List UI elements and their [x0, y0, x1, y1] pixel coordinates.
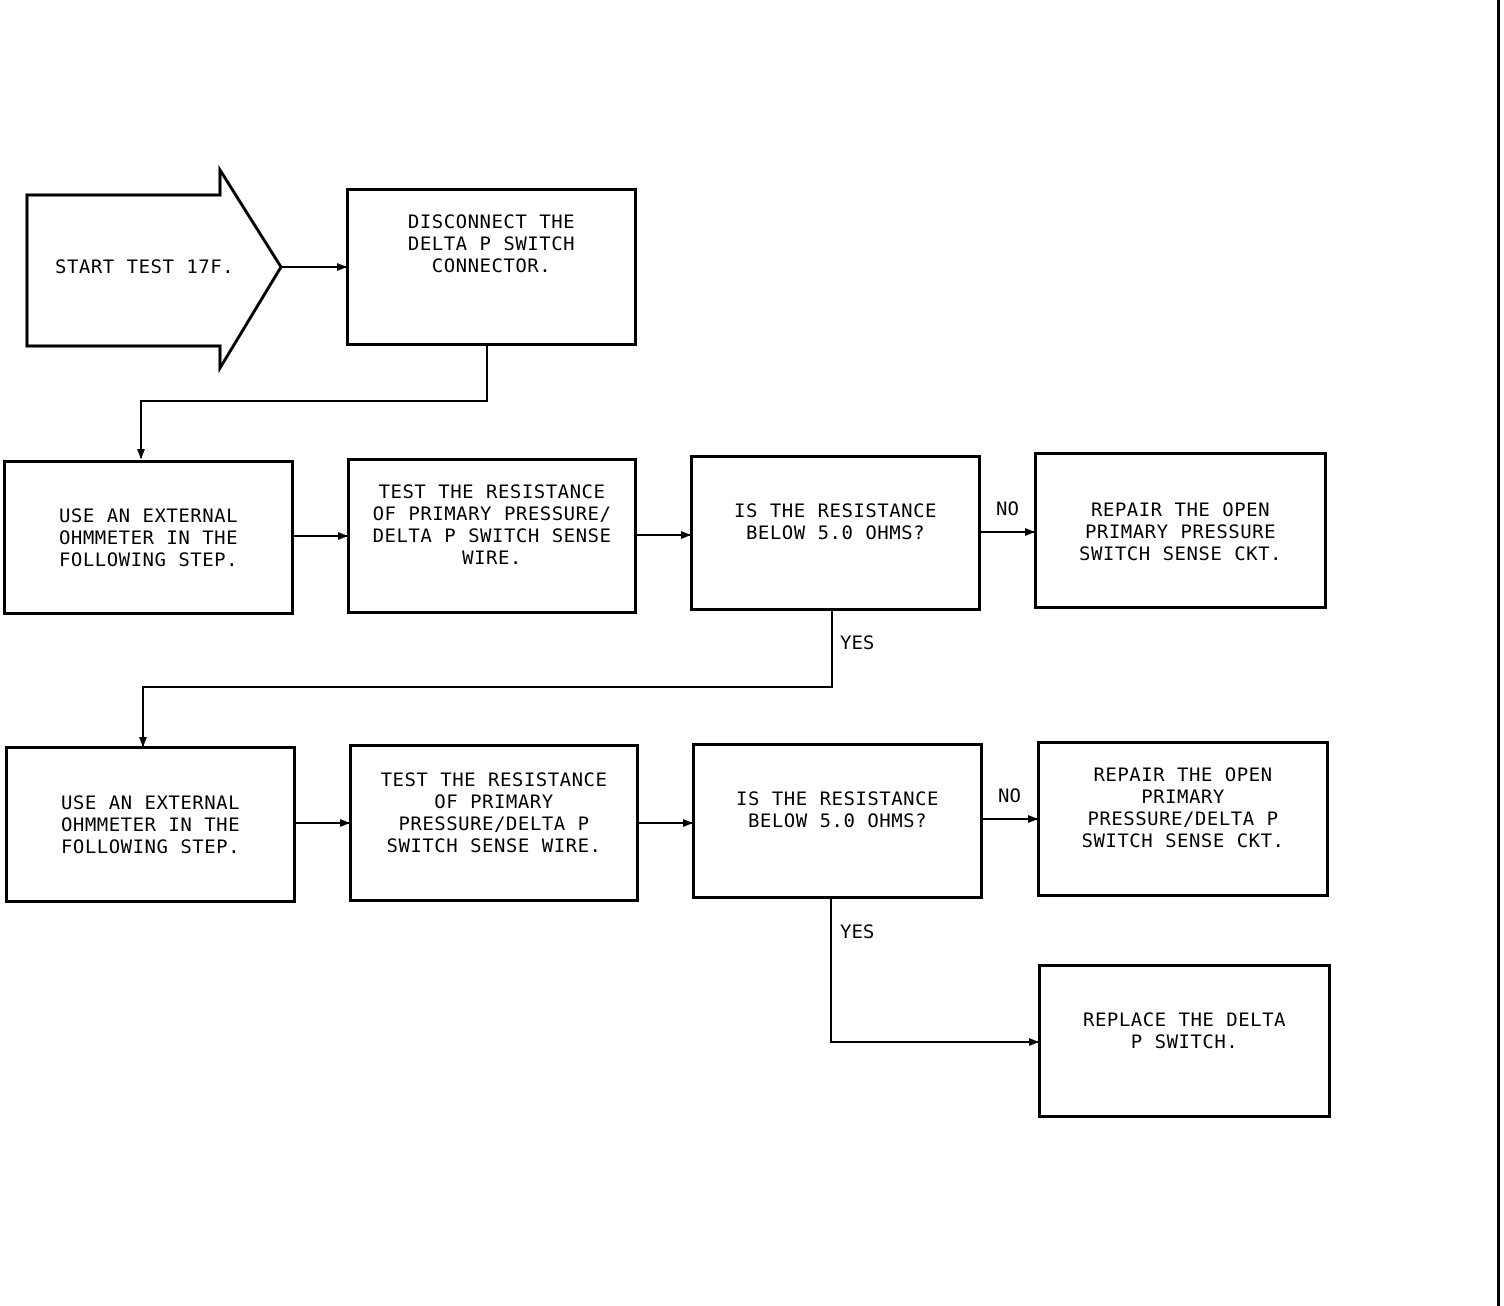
test-resistance-box-2: TEST THE RESISTANCE OF PRIMARY PRESSURE/… — [349, 744, 639, 902]
no-label-1: NO — [996, 498, 1019, 520]
resistance-question-box-2: IS THE RESISTANCE BELOW 5.0 OHMS? — [692, 743, 983, 899]
connector-disconnect-to-ohm1 — [137, 346, 488, 459]
resistance-question-text-1: IS THE RESISTANCE BELOW 5.0 OHMS? — [734, 500, 937, 544]
repair-open-box-2: REPAIR THE OPEN PRIMARY PRESSURE/DELTA P… — [1037, 741, 1329, 897]
resistance-question-text-2: IS THE RESISTANCE BELOW 5.0 OHMS? — [736, 788, 939, 832]
replace-switch-text: REPLACE THE DELTA P SWITCH. — [1083, 1009, 1286, 1053]
connector-q2-yes — [830, 899, 1039, 1046]
repair-open-text-1: REPAIR THE OPEN PRIMARY PRESSURE SWITCH … — [1079, 499, 1282, 565]
use-ohmmeter-box-2: USE AN EXTERNAL OHMMETER IN THE FOLLOWIN… — [5, 746, 296, 903]
replace-switch-box: REPLACE THE DELTA P SWITCH. — [1038, 964, 1331, 1118]
repair-open-box-1: REPAIR THE OPEN PRIMARY PRESSURE SWITCH … — [1034, 452, 1327, 609]
test-resistance-text-1: TEST THE RESISTANCE OF PRIMARY PRESSURE/… — [372, 481, 612, 569]
repair-open-text-2: REPAIR THE OPEN PRIMARY PRESSURE/DELTA P… — [1081, 764, 1285, 852]
resistance-question-box-1: IS THE RESISTANCE BELOW 5.0 OHMS? — [690, 455, 981, 611]
disconnect-connector-box: DISCONNECT THE DELTA P SWITCH CONNECTOR. — [346, 188, 637, 346]
page-edge-line — [1497, 0, 1500, 1306]
start-arrow-shape — [25, 164, 283, 374]
use-ohmmeter-text-1: USE AN EXTERNAL OHMMETER IN THE FOLLOWIN… — [58, 504, 239, 571]
test-resistance-box-1: TEST THE RESISTANCE OF PRIMARY PRESSURE/… — [347, 458, 637, 614]
yes-label-2: YES — [840, 921, 875, 943]
disconnect-connector-text: DISCONNECT THE DELTA P SWITCH CONNECTOR. — [407, 211, 576, 277]
use-ohmmeter-text-2: USE AN EXTERNAL OHMMETER IN THE FOLLOWIN… — [60, 791, 241, 858]
yes-label-1: YES — [840, 632, 875, 654]
connector-q1-yes — [139, 611, 833, 747]
test-resistance-text-2: TEST THE RESISTANCE OF PRIMARY PRESSURE/… — [380, 769, 608, 857]
no-label-2: NO — [998, 785, 1021, 807]
use-ohmmeter-box-1: USE AN EXTERNAL OHMMETER IN THE FOLLOWIN… — [3, 460, 294, 615]
start-test-label: START TEST 17F. — [55, 256, 235, 278]
